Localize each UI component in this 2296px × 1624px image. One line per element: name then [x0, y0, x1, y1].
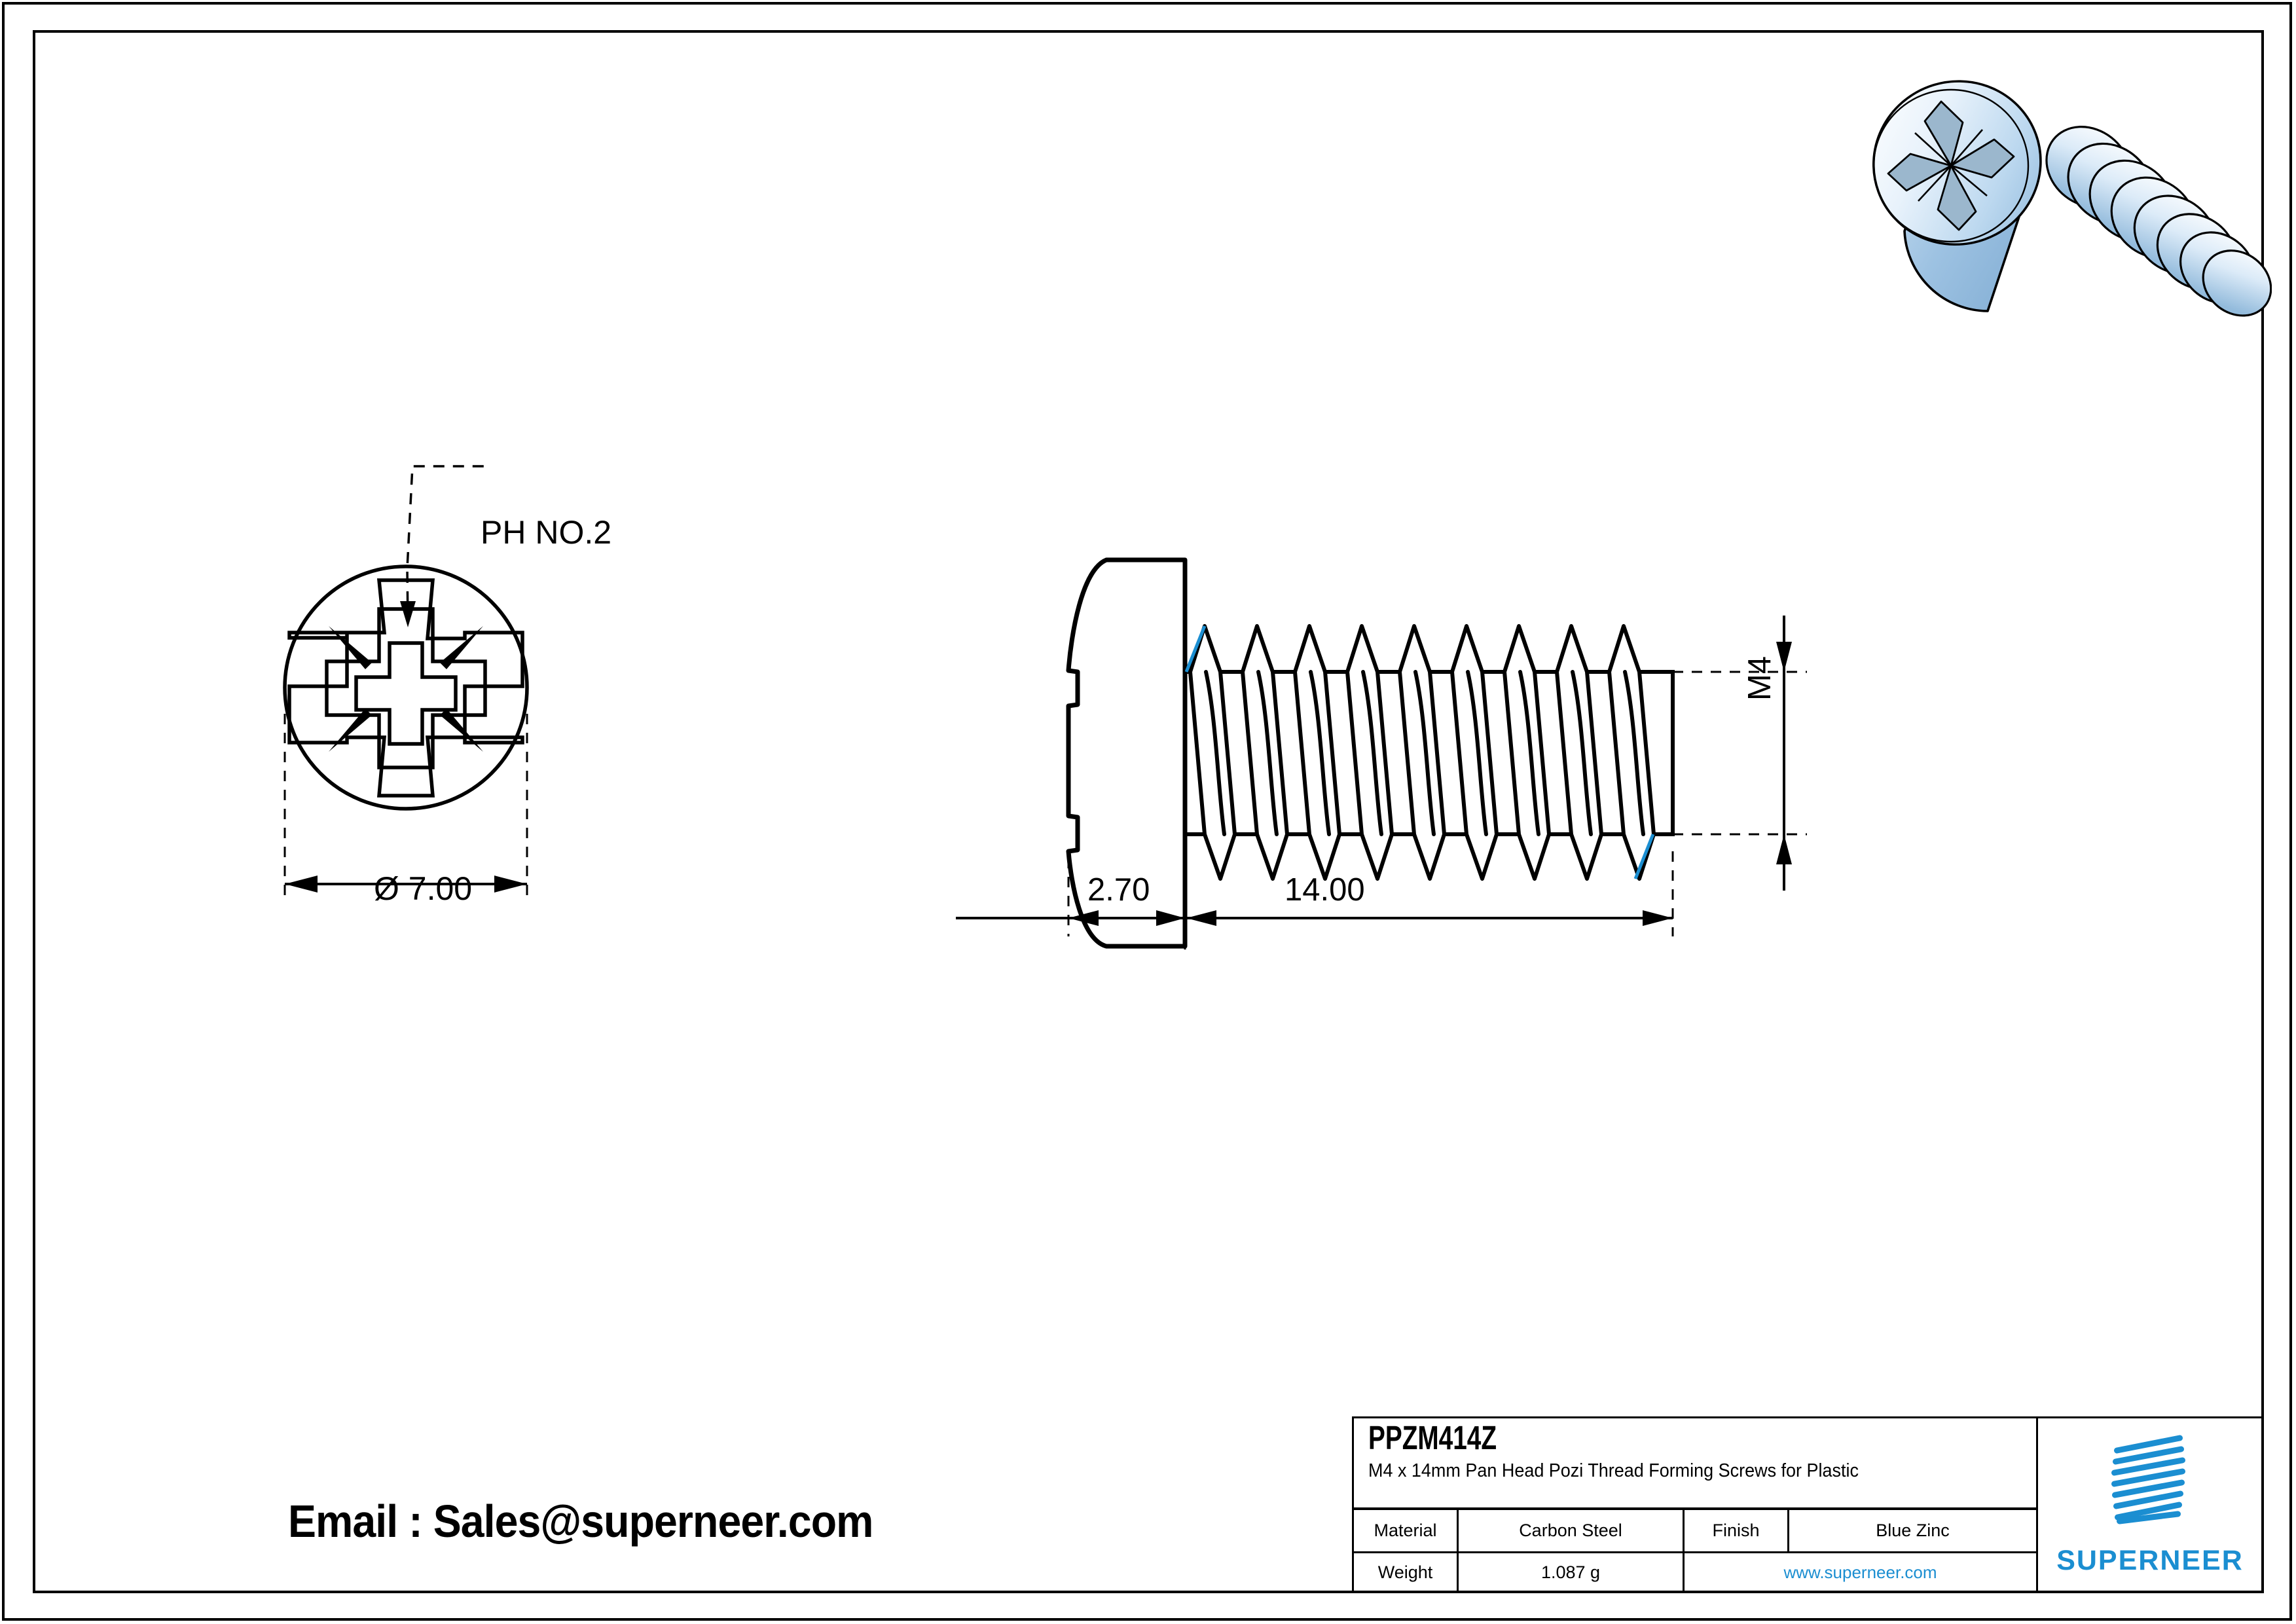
- length-dim-arrow-left: [1186, 910, 1216, 926]
- side-extension-lines: [1067, 671, 1807, 950]
- head-dim-arrow-right: [1156, 910, 1185, 926]
- pozidriv-tick-marks: [329, 626, 483, 752]
- finish-value: Blue Zinc: [1876, 1521, 1950, 1540]
- head-diameter-label: Ø 7.00: [374, 870, 473, 907]
- superneer-logo-icon: [2103, 1433, 2198, 1524]
- pozidriv-inner-cross: [354, 641, 458, 746]
- pozidriv-recess-outline: [287, 578, 524, 798]
- title-block-header: PPZM414Z M4 x 14mm Pan Head Pozi Thread …: [1354, 1418, 2036, 1510]
- diameter-extension-lines: [283, 714, 528, 898]
- chamfer-highlight: [1184, 625, 1655, 879]
- shank-tip-end: [1653, 670, 1675, 836]
- part-description: M4 x 14mm Pan Head Pozi Thread Forming S…: [1368, 1460, 1859, 1482]
- pozidriv-outer-cross: [325, 607, 487, 769]
- part-number: PPZM414Z: [1368, 1419, 1497, 1456]
- dim-arrow-right: [494, 876, 527, 893]
- sheet-inner-border: [33, 30, 2264, 1593]
- material-finish-row: Material Carbon Steel Finish Blue Zinc: [1354, 1510, 2036, 1553]
- material-value: Carbon Steel: [1459, 1510, 1685, 1551]
- side-elevation-view: [943, 544, 1912, 976]
- pozi-callout-leader: [406, 465, 484, 623]
- front-end-view: [216, 432, 740, 956]
- m4-dim-arrow-top: [1776, 642, 1792, 672]
- website-link[interactable]: www.superneer.com: [1783, 1562, 1937, 1582]
- finish-label: Finish: [1685, 1510, 1789, 1551]
- weight-website-row: Weight 1.087 g www.superneer.com: [1354, 1553, 2036, 1591]
- contact-email-text: Email : Sales@superneer.com: [288, 1496, 873, 1547]
- pozi-callout-label: PH NO.2: [481, 514, 612, 551]
- thread-size-label: M4: [1742, 655, 1777, 701]
- material-label: Material: [1354, 1510, 1459, 1551]
- head-height-label: 2.70: [1087, 872, 1150, 908]
- head-dim-arrow-left: [1068, 910, 1099, 926]
- m4-dim-arrow-bottom: [1776, 834, 1792, 864]
- shank-length-label: 14.00: [1285, 872, 1365, 908]
- title-block-info: PPZM414Z M4 x 14mm Pan Head Pozi Thread …: [1354, 1418, 2038, 1591]
- weight-label: Weight: [1354, 1553, 1459, 1591]
- title-block: PPZM414Z M4 x 14mm Pan Head Pozi Thread …: [1352, 1416, 2264, 1593]
- length-dim-arrow-right: [1643, 910, 1673, 926]
- dim-arrow-left: [285, 876, 318, 893]
- brand-wordmark: SUPERNEER: [2056, 1545, 2244, 1576]
- head-outline-circle: [283, 564, 529, 811]
- isometric-screw-render: [1827, 23, 2272, 350]
- thread-profile: [1188, 624, 1656, 881]
- brand-panel: SUPERNEER: [2038, 1418, 2262, 1591]
- pozi-callout-arrowhead: [400, 601, 416, 627]
- weight-value: 1.087 g: [1459, 1553, 1685, 1591]
